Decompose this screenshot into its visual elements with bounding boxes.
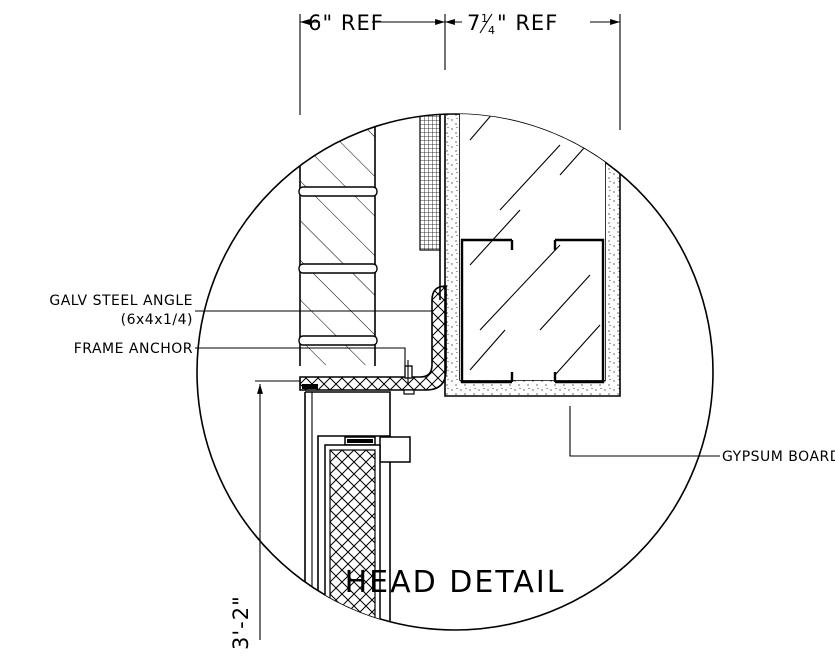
callout-gypsum-board-text: GYPSUM BOARD	[722, 449, 835, 465]
dim-vertical: 3'-2"	[229, 595, 253, 650]
vertical-dimension: 3'-2"	[229, 380, 300, 650]
callout-angle-line2: (6x4x1/4)	[121, 312, 193, 328]
callout-gypsum-board: GYPSUM BOARD	[569, 406, 835, 465]
steel-angle-shape	[299, 285, 447, 391]
wall-section	[298, 114, 621, 630]
top-dimension: 6" REF 7 1 4 " REF	[299, 11, 621, 130]
callout-frame-anchor-text: FRAME ANCHOR	[74, 341, 193, 357]
callout-angle-line1: GALV STEEL ANGLE	[49, 293, 193, 309]
frame-anchor-shape	[403, 360, 415, 395]
dim-right-ref-den: 4	[488, 24, 496, 37]
masonry-wall	[298, 114, 378, 366]
mesh-strip	[419, 114, 441, 251]
detail-title: HEAD DETAIL	[345, 565, 566, 600]
callout-frame-anchor: FRAME ANCHOR	[74, 341, 406, 366]
dim-right-ref-suffix: " REF	[497, 11, 558, 35]
dim-left-ref: 6" REF	[308, 11, 384, 35]
glass-panel	[460, 114, 605, 380]
callout-steel-angle: GALV STEEL ANGLE (6x4x1/4)	[49, 293, 432, 328]
door-frame	[302, 384, 411, 630]
dim-right-ref-whole: 7	[467, 11, 481, 35]
steel-studs	[460, 238, 605, 384]
dim-right-ref-num: 1	[481, 12, 489, 25]
